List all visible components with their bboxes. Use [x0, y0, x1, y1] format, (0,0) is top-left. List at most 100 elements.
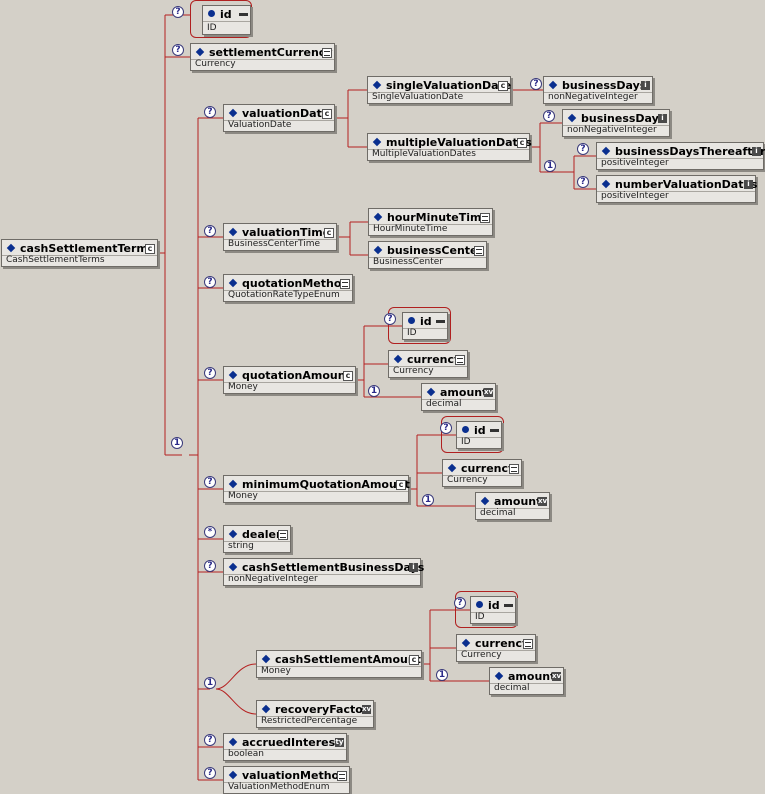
type-i-icon: i: [752, 147, 761, 156]
node-type: nonNegativeInteger: [228, 574, 318, 584]
node-name: cashSettlementAmount: [261, 653, 421, 666]
cardinality-optional-badge: ?: [530, 78, 542, 90]
connector-curve: [215, 688, 257, 715]
connector-curve: [215, 663, 257, 690]
node-type: decimal: [426, 399, 462, 409]
node-type: BusinessCenter: [373, 257, 443, 267]
cardinality-optional-badge: ?: [454, 597, 466, 609]
cardinality-optional-badge: ?: [204, 476, 216, 488]
node-separator: [257, 716, 373, 717]
node-type: ValuationMethodEnum: [228, 782, 330, 792]
node-separator: [224, 239, 336, 240]
node-name-text: businessCenter: [387, 244, 483, 257]
attribute-group-box: [441, 416, 504, 453]
node-name: dealer: [228, 528, 281, 541]
node-name: currency: [447, 462, 515, 475]
node-name-text: minimumQuotationAmount: [242, 478, 410, 491]
node-separator: [224, 290, 352, 291]
element-icon: [228, 737, 238, 747]
node-name-text: businessDays: [562, 79, 647, 92]
node-type: string: [228, 541, 254, 551]
node-separator: [544, 92, 652, 93]
type-xv-icon: xv: [552, 672, 562, 681]
type-l-icon: [523, 639, 533, 649]
node-name: businessDays: [548, 79, 646, 92]
node-name-text: quotationMethod: [242, 277, 350, 290]
node-type: nonNegativeInteger: [548, 92, 638, 102]
node-name-text: amount: [508, 670, 556, 683]
cardinality-optional-badge: ?: [204, 276, 216, 288]
node-type: positiveInteger: [601, 158, 669, 168]
cardinality-optional-badge: ?: [204, 734, 216, 746]
node-type: positiveInteger: [601, 191, 669, 201]
node-name-text: singleValuationDate: [386, 79, 512, 92]
type-xv-icon: xv: [362, 705, 372, 714]
node-name: quotationMethod: [228, 277, 349, 290]
cardinality-one-badge: 1: [171, 437, 183, 449]
cardinality-optional-badge: ?: [204, 767, 216, 779]
cardinality-optional-badge: ?: [440, 422, 452, 434]
type-l-icon: [480, 213, 490, 223]
cardinality-optional-badge: ?: [577, 143, 589, 155]
type-l-icon: [322, 48, 332, 58]
node-type: boolean: [228, 749, 264, 759]
element-icon: [426, 387, 436, 397]
type-xv-icon: xv: [538, 497, 548, 506]
type-i-icon: i: [744, 180, 753, 189]
node-type: nonNegativeInteger: [567, 125, 657, 135]
node-name-text: cashSettlementTerms: [20, 242, 155, 255]
node-type: ID: [475, 612, 485, 622]
node-name-text: id: [474, 424, 486, 437]
node-type: Currency: [195, 59, 236, 69]
type-c-icon: c: [517, 138, 527, 148]
element-icon: [372, 137, 382, 147]
element-icon: [601, 146, 611, 156]
node-name: id: [475, 599, 500, 612]
element-icon: [228, 770, 238, 780]
node-type: decimal: [494, 683, 530, 693]
cardinality-optional-badge: ?: [204, 560, 216, 572]
element-icon: [228, 479, 238, 489]
node-separator: [224, 491, 408, 492]
node-name: currency: [461, 637, 529, 650]
cardinality-optional-badge: ?: [172, 6, 184, 18]
type-c-icon: c: [396, 480, 406, 490]
node-name: businessDaysThereafter: [601, 145, 765, 158]
node-type: Currency: [461, 650, 502, 660]
cardinality-optional-badge: ?: [384, 313, 396, 325]
cardinality-one-badge: 1: [422, 494, 434, 506]
attribute-group-box: [190, 0, 252, 38]
type-c-icon: c: [322, 109, 332, 119]
